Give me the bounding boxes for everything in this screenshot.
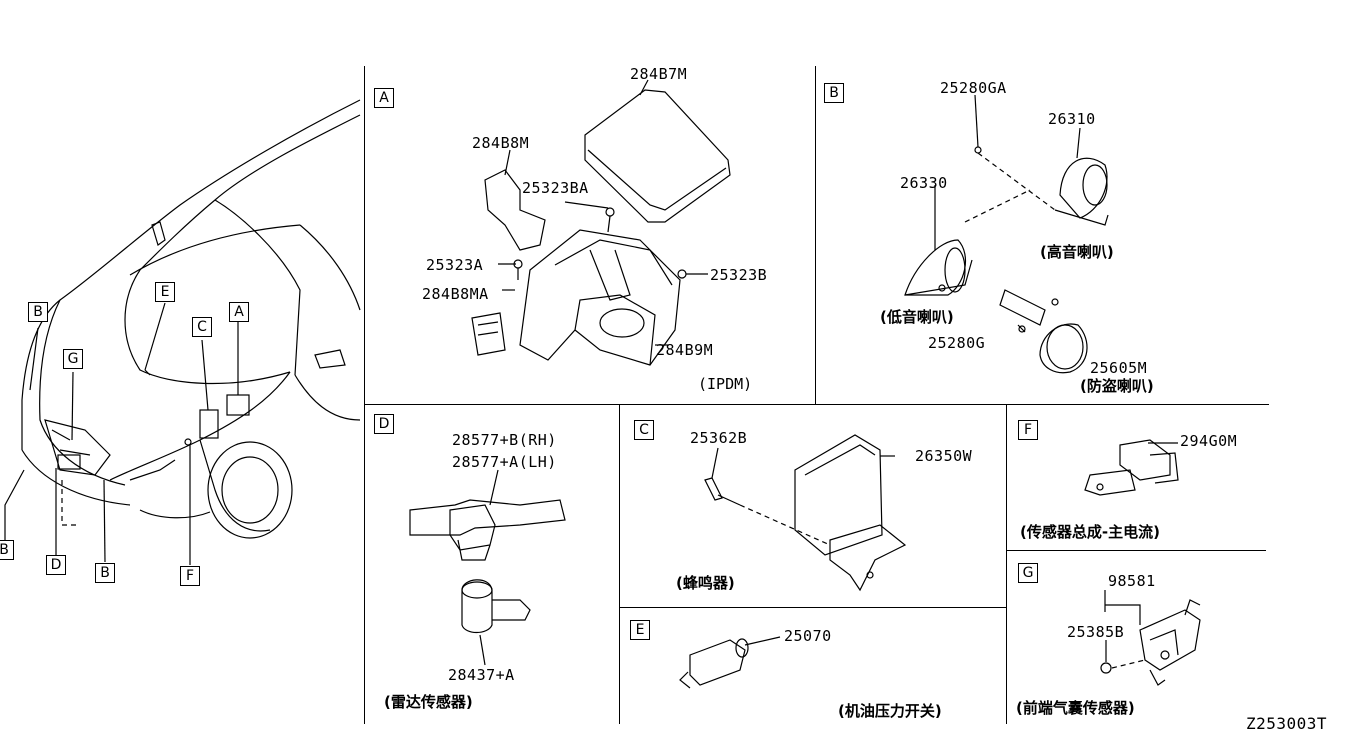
oil-switch-artwork [679,636,781,689]
part-number-25362b[interactable]: 25362B [690,429,748,447]
frame-fg-divider [1006,550,1266,551]
part-number-284b8m[interactable]: 284B8M [472,134,530,152]
frame-mid-rule [364,404,1269,405]
ipdm-artwork [471,79,731,366]
panel-g-letter: G [1018,563,1038,583]
panel-e-letter: E [630,620,650,640]
part-number-26310[interactable]: 26310 [1048,110,1096,128]
panel-f-letter: F [1018,420,1038,440]
part-number-25280ga[interactable]: 25280GA [940,79,1007,97]
part-number-26330[interactable]: 26330 [900,174,948,192]
part-number-98581[interactable]: 98581 [1108,572,1156,590]
high-tone-horn-caption: (高音喇叭) [1040,243,1114,261]
car-callout-b-left[interactable]: B [0,540,14,560]
frame-left-rule [364,66,365,724]
airbag-sensor-artwork [1100,590,1201,686]
low-tone-horn-caption: (低音喇叭) [880,308,954,326]
car-callout-b-bottom[interactable]: B [95,563,115,583]
radar-sensor-artwork [409,469,566,666]
part-number-25605m[interactable]: 25605M [1090,359,1148,377]
car-callout-c[interactable]: C [192,317,212,337]
part-number-28577a-lh[interactable]: 28577+A(LH) [452,453,557,471]
frame-ce-divider [619,607,1007,608]
oil-pressure-switch-caption: (机油压力开关) [838,702,942,720]
frame-dc-divider [619,404,620,724]
current-sensor-caption: (传感器总成-主电流) [1020,523,1160,541]
airbag-sensor-caption: (前端气囊传感器) [1016,699,1135,717]
horn-artwork [904,94,1109,374]
part-number-25280g[interactable]: 25280G [928,334,986,352]
car-callout-f[interactable]: F [180,566,200,586]
ipdm-caption: (IPDM) [698,375,753,393]
part-number-284b7m[interactable]: 284B7M [630,65,688,83]
diagram-code: Z253003T [1246,714,1328,733]
car-callout-a[interactable]: A [229,302,249,322]
car-callout-b-top[interactable]: B [28,302,48,322]
frame-ab-divider [815,66,816,404]
panel-c-letter: C [634,420,654,440]
frame-cf-divider [1006,404,1007,724]
part-number-284b9m[interactable]: 284B9M [656,341,714,359]
part-number-294g0m[interactable]: 294G0M [1180,432,1238,450]
car-callout-g[interactable]: G [63,349,83,369]
panel-d-letter: D [374,414,394,434]
buzzer-caption: (蜂鸣器) [676,574,735,592]
car-callout-d[interactable]: D [46,555,66,575]
part-number-28437a[interactable]: 28437+A [448,666,515,684]
part-number-25385b[interactable]: 25385B [1067,623,1125,641]
panel-a-letter: A [374,88,394,108]
car-callout-e[interactable]: E [155,282,175,302]
current-sensor-artwork [1084,439,1179,496]
part-number-25070[interactable]: 25070 [784,627,832,645]
buzzer-artwork [704,434,907,592]
part-number-284b8ma[interactable]: 284B8MA [422,285,489,303]
part-number-26350w[interactable]: 26350W [915,447,973,465]
car-illustration [4,99,361,565]
radar-sensor-caption: (雷达传感器) [384,693,473,711]
alarm-horn-caption: (防盗喇叭) [1080,377,1154,395]
part-number-25323b[interactable]: 25323B [710,266,768,284]
part-number-25323a[interactable]: 25323A [426,256,484,274]
part-number-25323ba[interactable]: 25323BA [522,179,589,197]
panel-b-letter: B [824,83,844,103]
part-number-28577b-rh[interactable]: 28577+B(RH) [452,431,557,449]
